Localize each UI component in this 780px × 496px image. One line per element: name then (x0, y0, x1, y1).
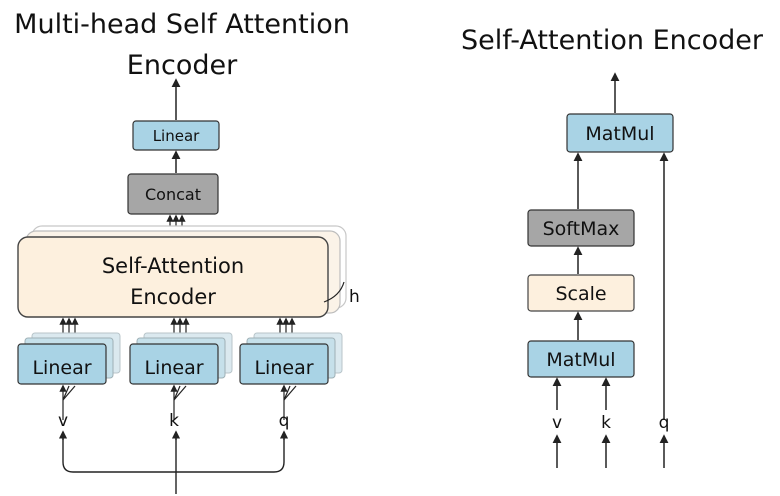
right-scale-label: Scale (555, 283, 606, 305)
left-sae-label-line1: Self-Attention (102, 254, 244, 278)
left-linear-top-label: Linear (153, 127, 200, 145)
left-linear-to-sae-arrows (59, 317, 296, 342)
left-input-arrows (59, 384, 297, 420)
left-linear-k-box (129, 343, 219, 385)
right-input-v-label: v (552, 413, 562, 433)
right-title: Self-Attention Encoder (461, 25, 764, 56)
left-concat-box (127, 173, 219, 215)
left-input-v-label: v (58, 411, 68, 431)
right-input-k-label: k (601, 413, 611, 433)
right-matmul-bottom-box (527, 340, 635, 378)
left-input-q-label: q (279, 411, 290, 431)
left-linear-top-box (132, 120, 220, 151)
left-input-split-line (62, 434, 285, 473)
left-linear-q-box (239, 343, 329, 385)
right-input-q-label: q (659, 413, 670, 433)
left-title-line2: Encoder (127, 50, 238, 81)
left-h-brace (323, 281, 345, 303)
left-title-line1: Multi-head Self Attention (14, 9, 350, 40)
right-softmax-box (527, 209, 635, 247)
left-sae-label-line2: Encoder (130, 285, 216, 309)
left-linear-v-label: Linear (32, 357, 91, 379)
left-input-k-label: k (169, 411, 179, 431)
right-matmul-bottom-label: MatMul (546, 349, 615, 371)
right-matmul-top-label: MatMul (585, 123, 654, 145)
right-scale-box (527, 274, 635, 312)
right-softmax-label: SoftMax (543, 218, 620, 240)
left-h-label: h (349, 287, 360, 307)
left-concat-label: Concat (145, 185, 201, 204)
left-linear-v-box (17, 343, 107, 385)
left-sae-box (17, 236, 329, 318)
left-linear-k-label: Linear (144, 357, 203, 379)
right-matmul-top-box (566, 113, 674, 153)
left-linear-q-label: Linear (254, 357, 313, 379)
